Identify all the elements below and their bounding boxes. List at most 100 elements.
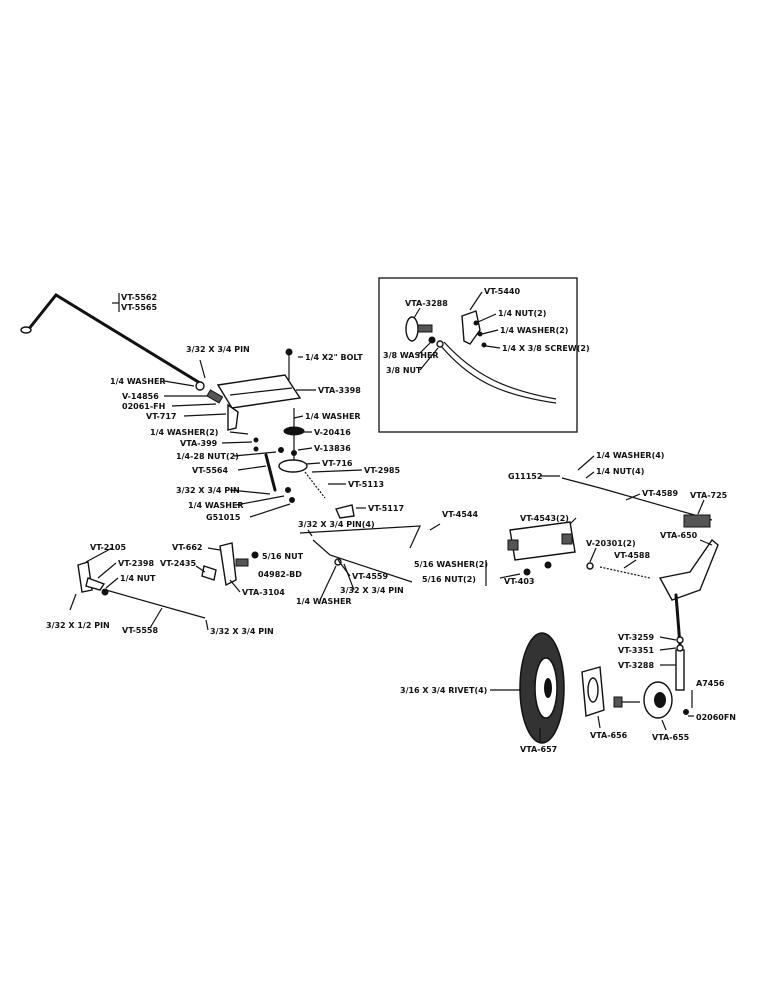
rod-vt4544 xyxy=(299,525,421,549)
label-screw2: 1/4 X 3/8 SCREW(2) xyxy=(502,344,590,353)
inset-cable xyxy=(440,345,557,404)
label-washer4x: 1/4 WASHER(4) xyxy=(596,451,664,460)
bracket-vt5117 xyxy=(335,504,355,519)
pin-02060fn xyxy=(683,709,689,715)
label-vta3398: VTA-3398 xyxy=(318,386,361,395)
label-vta650: VTA-650 xyxy=(660,531,698,540)
leader-vt403 xyxy=(499,573,521,579)
label-vta399: VTA-399 xyxy=(180,439,218,448)
bracket-vta725 xyxy=(683,514,711,528)
label-vta3288: VTA-3288 xyxy=(405,299,448,308)
leader-vt662 xyxy=(207,547,221,551)
leader-lines xyxy=(69,291,713,742)
label-nut516: 5/16 NUT(2) xyxy=(422,575,476,584)
label-vt716: VT-716 xyxy=(322,459,353,468)
label-v14856: V-14856 xyxy=(122,392,159,401)
label-02060fn: 02060FN xyxy=(696,713,736,722)
leader-pin6 xyxy=(69,593,77,611)
label-pin5: 3/32 X 3/4 PIN xyxy=(340,586,404,595)
leader-vt716 xyxy=(305,462,321,465)
leader-washer1 xyxy=(163,380,195,387)
leader-vt2435 xyxy=(195,565,206,573)
block-right xyxy=(561,533,573,545)
label-pin4: 3/32 X 3/4 PIN(4) xyxy=(298,520,375,529)
label-washer5: 1/4 WASHER xyxy=(296,597,352,606)
link-vt5564 xyxy=(264,453,277,492)
tube-vt3288 xyxy=(675,649,685,691)
clip-vt2435 xyxy=(201,565,217,581)
label-vta655: VTA-655 xyxy=(652,733,690,742)
washer-vt3351 xyxy=(676,644,684,652)
leader-nut2a xyxy=(477,313,497,323)
inset-frame xyxy=(378,277,578,433)
label-g11152: G11152 xyxy=(508,472,542,481)
label-04982bd: 04982-BD xyxy=(258,570,302,579)
washer-5 xyxy=(334,558,342,566)
label-a7456: A7456 xyxy=(696,679,725,688)
label-vt4589: VT-4589 xyxy=(642,489,678,498)
handle-rod xyxy=(26,293,202,385)
label-vt4543: VT-4543(2) xyxy=(520,514,569,523)
label-nut1: 1/4 NUT xyxy=(120,574,156,583)
leader-washer2 xyxy=(293,415,304,419)
inset-nut xyxy=(436,340,444,348)
nut-b xyxy=(291,450,297,456)
nut-a xyxy=(278,447,284,453)
plate-vta656-hole xyxy=(587,677,599,703)
label-washer2x: 1/4 WASHER(2) xyxy=(150,428,218,437)
label-nut4: 3/8 NUT xyxy=(386,366,422,375)
handle-rod-end xyxy=(20,326,32,334)
label-vta656: VTA-656 xyxy=(590,731,628,740)
label-vt5564: VT-5564 xyxy=(192,466,228,475)
label-vt5562: VT-5562 xyxy=(121,293,157,302)
label-nut516b: 5/16 NUT xyxy=(262,552,304,561)
label-vt3351: VT-3351 xyxy=(618,646,654,655)
cap-vta655-center xyxy=(654,692,666,708)
lever-vt2398 xyxy=(85,577,106,591)
washer-v20301 xyxy=(586,562,594,570)
inset-washer xyxy=(428,336,436,344)
leader-vta650 xyxy=(699,539,713,546)
label-pin7: 3/32 X 3/4 PIN xyxy=(210,627,274,636)
label-vt3259: VT-3259 xyxy=(618,633,654,642)
label-washer4: 3/8 WASHER xyxy=(383,351,439,360)
label-nut4x: 1/4 NUT(4) xyxy=(596,467,644,476)
leader-vt4544 xyxy=(429,523,441,531)
wheel-center xyxy=(544,678,552,698)
block-left xyxy=(507,539,519,551)
label-vt4559: VT-4559 xyxy=(352,572,388,581)
bolt-head xyxy=(285,348,293,356)
leader-nut4 xyxy=(419,347,439,371)
leader-pin7 xyxy=(205,619,209,631)
leader-vt4543 xyxy=(569,517,577,525)
label-g51015: G51015 xyxy=(206,513,241,522)
leader-vt4589 xyxy=(625,493,641,501)
label-vt4588: VT-4588 xyxy=(614,551,650,560)
inset-cable-sheath xyxy=(443,341,557,400)
nut-516 xyxy=(251,551,259,559)
inset-washer-dot xyxy=(477,331,483,337)
label-v13836: V-13836 xyxy=(314,444,351,453)
leader-washer3 xyxy=(235,495,285,506)
label-vt5565: VT-5565 xyxy=(121,303,157,312)
leader-washer2x xyxy=(229,431,249,435)
lower-left-assembly xyxy=(77,542,259,619)
label-washer1: 1/4 WASHER xyxy=(110,377,166,386)
vta399-dot xyxy=(253,437,259,443)
leader-vt3259 xyxy=(659,636,677,641)
lever-vta650 xyxy=(658,538,719,601)
leader-02061 xyxy=(171,403,217,407)
nut-vt403 xyxy=(523,568,531,576)
leader-pin4 xyxy=(307,529,313,537)
bolt-04982 xyxy=(235,558,249,567)
leader-washer4x xyxy=(577,455,595,471)
label-vt2398: VT-2398 xyxy=(118,559,154,568)
leader-vta399 xyxy=(221,441,253,444)
leader-vt4588 xyxy=(623,559,637,569)
label-vt5113: VT-5113 xyxy=(348,480,384,489)
nut-vt403-b xyxy=(544,561,552,569)
label-washer2a: 1/4 WASHER(2) xyxy=(500,326,568,335)
leader-washer5 xyxy=(319,565,337,601)
leader-pin5 xyxy=(343,563,355,591)
washer-vt3259 xyxy=(676,636,684,644)
